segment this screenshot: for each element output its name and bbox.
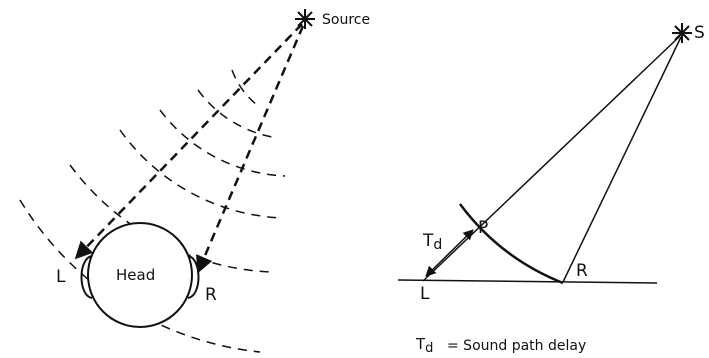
- caption-symbol: Td: [415, 335, 433, 356]
- ray-to-right-ear: [196, 25, 305, 274]
- wavefront-arc-4: [119, 129, 283, 219]
- delay-label-sub: d: [433, 237, 442, 253]
- caption-symbol-main: T: [415, 335, 426, 353]
- point-r-label: R: [576, 261, 588, 281]
- source-label: Source: [322, 12, 370, 28]
- wavefront-arc-p: [458, 203, 564, 285]
- delay-label-main: T: [422, 231, 434, 251]
- head-label: Head: [116, 266, 155, 284]
- left-ear-shape: [80, 255, 93, 299]
- delay-arrow: [425, 229, 474, 277]
- baseline: [397, 279, 658, 284]
- right-ear-shape: [187, 255, 200, 299]
- wavefront-arc-2: [197, 89, 279, 139]
- ray-to-left-ear: [74, 23, 303, 260]
- wavefront-arc-3: [159, 109, 286, 177]
- point-l-label: L: [420, 284, 430, 304]
- wavefront-arc-1: [231, 69, 258, 106]
- source-star-icon: [295, 9, 315, 29]
- left-ear-label: L: [56, 267, 66, 287]
- ray-s-to-l: [422, 35, 681, 282]
- delay-label: Td: [422, 231, 442, 253]
- right-ear-label: R: [205, 285, 217, 305]
- ray-s-to-r: [562, 36, 682, 283]
- head-circle: [87, 222, 193, 328]
- caption-symbol-sub: d: [425, 341, 433, 356]
- source-s-label: S: [694, 23, 705, 43]
- right-diagram: S P L R Td Td = Sound path delay: [397, 23, 705, 356]
- caption-text: = Sound path delay: [447, 338, 586, 354]
- point-p-label: P: [478, 218, 488, 238]
- left-diagram: Source Head L R: [19, 9, 370, 353]
